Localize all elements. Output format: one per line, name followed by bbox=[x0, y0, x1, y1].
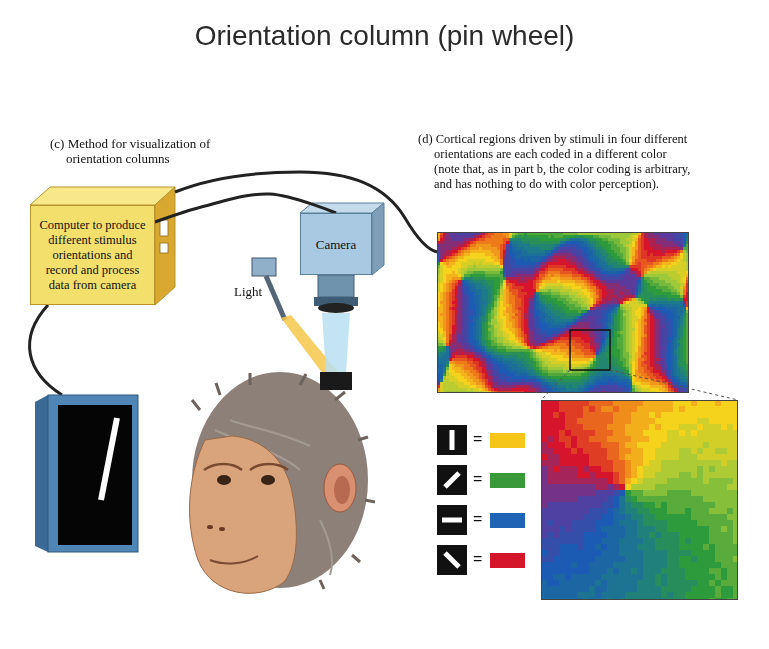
light-guide bbox=[266, 276, 285, 320]
map-border bbox=[438, 233, 689, 393]
inset-border bbox=[542, 401, 738, 600]
zoom-line bbox=[541, 370, 570, 400]
legend-row: = bbox=[470, 465, 530, 495]
legend-row: = bbox=[470, 425, 530, 455]
orientation-bar bbox=[442, 518, 462, 523]
legend-text: = bbox=[473, 430, 482, 448]
light-source bbox=[252, 258, 276, 276]
camera-beam bbox=[322, 313, 350, 373]
monkey-nostril bbox=[219, 527, 225, 531]
figure-title: Orientation column (pin wheel) bbox=[0, 20, 769, 52]
orientation-bar bbox=[445, 473, 459, 487]
monkey-mouth bbox=[210, 556, 258, 563]
legend-swatch bbox=[490, 473, 525, 488]
monkey-ear bbox=[324, 464, 356, 512]
zoom-square bbox=[570, 330, 610, 370]
camera-lens bbox=[318, 303, 354, 313]
monkey-eye bbox=[261, 475, 275, 485]
panel-caption: (d) Cortical regions driven by stimuli i… bbox=[418, 132, 694, 192]
legend-swatch bbox=[490, 433, 525, 448]
legend-swatch bbox=[490, 513, 525, 528]
orientation-icon bbox=[437, 545, 467, 575]
legend-row: = bbox=[470, 505, 530, 535]
legend-row: = bbox=[470, 545, 530, 575]
part-label: Light bbox=[234, 284, 274, 299]
computer-port bbox=[160, 220, 168, 236]
legend-text: = bbox=[473, 470, 482, 488]
legend-text: = bbox=[473, 550, 482, 568]
orientation-icon bbox=[437, 505, 467, 535]
orientation-icon bbox=[437, 425, 467, 455]
computer-top bbox=[30, 187, 175, 205]
monkey-brow bbox=[204, 464, 288, 470]
zoom-line bbox=[610, 370, 738, 400]
recording-chamber bbox=[320, 372, 352, 390]
node-text: Camera bbox=[307, 237, 365, 252]
cable bbox=[30, 305, 62, 395]
computer-side bbox=[155, 187, 175, 305]
camera-side bbox=[372, 203, 384, 275]
node-text: Computer to produce different stimulus o… bbox=[39, 218, 146, 293]
camera-box: Camera bbox=[300, 213, 372, 275]
monkey-face bbox=[190, 436, 297, 593]
orientation-icon bbox=[437, 465, 467, 495]
monitor-frame bbox=[48, 395, 138, 552]
monkey-ear bbox=[334, 476, 350, 504]
monitor-screen bbox=[58, 405, 132, 545]
camera-lens bbox=[318, 275, 354, 297]
pinwheel-inset bbox=[541, 400, 738, 600]
computer-box: Computer to produce different stimulus o… bbox=[30, 205, 155, 305]
legend-text: = bbox=[473, 510, 482, 528]
panel-caption: (c) Method for visualization of orientat… bbox=[50, 136, 250, 166]
monkey-eye bbox=[217, 475, 231, 485]
monitor-side bbox=[35, 395, 48, 552]
orientation-bar bbox=[445, 553, 459, 567]
computer-port bbox=[160, 243, 168, 253]
monkey-nostril bbox=[207, 525, 213, 529]
stimulus-bar bbox=[101, 418, 117, 500]
orientation-bar bbox=[450, 430, 455, 450]
orientation-map bbox=[437, 232, 689, 393]
legend-swatch bbox=[490, 553, 525, 568]
